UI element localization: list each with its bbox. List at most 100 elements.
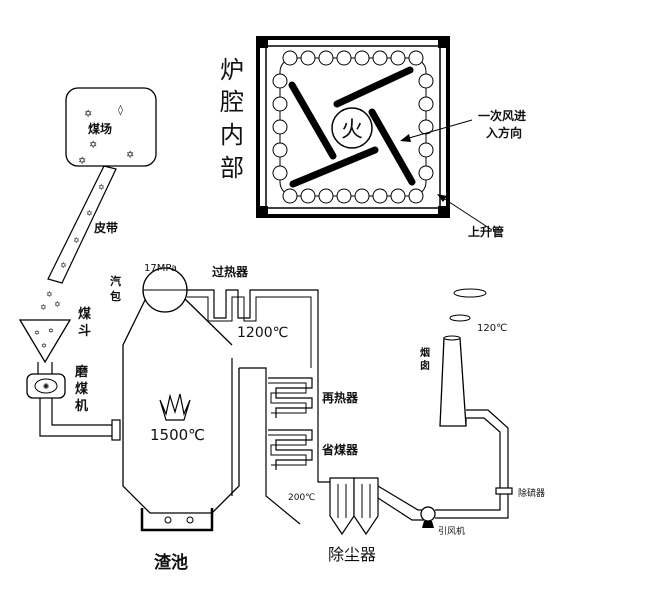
riser-tube <box>282 50 298 66</box>
slag-drop <box>164 516 172 524</box>
furnace-side-label-1: 炉 <box>220 56 244 84</box>
furnace-cross-section: 火 炉 腔 内 部 一次风进 入方向 上升管 <box>220 36 526 239</box>
riser-tube <box>372 50 388 66</box>
mill-label-1: 磨 <box>75 364 88 380</box>
primary-air-label-2: 入方向 <box>486 125 522 140</box>
flue-passage-right <box>317 368 330 483</box>
coal-particle: ✡ <box>48 327 54 335</box>
chimney-temp: 120℃ <box>477 323 507 334</box>
fire-label: 火 <box>341 118 363 143</box>
flame-icon <box>159 393 191 421</box>
coal-particle: ✡ <box>60 261 67 270</box>
coal-particle: ✡ <box>86 209 93 218</box>
riser-tube <box>272 165 288 181</box>
coal-yard-label: 煤场 <box>88 121 112 136</box>
riser-tube <box>318 188 334 204</box>
coal-particle: ✡ <box>34 329 40 337</box>
superheater-label: 过热器 <box>212 264 249 279</box>
coal-supply: 煤场 ✡ ◊ ✡ ✡ ✡ ✡ ✡ ✡ ✡ 皮带 ✡ ✡ ✡ ✡ ✡ ✡ 煤 斗 … <box>18 87 157 441</box>
superheater-temp: 1200℃ <box>237 325 288 341</box>
hopper-label-2: 斗 <box>78 324 91 339</box>
burner-jet <box>288 81 337 160</box>
riser-tube <box>300 50 316 66</box>
riser-tube <box>408 188 424 204</box>
conveyor-belt <box>47 165 117 284</box>
superheater-coil-inner <box>187 296 312 368</box>
furnace-side-label-4: 部 <box>220 154 244 182</box>
riser-tube <box>272 73 288 89</box>
coal-hopper <box>18 319 72 364</box>
riser-tube <box>390 50 406 66</box>
riser-tube <box>318 50 334 66</box>
slag-pool-label: 渣池 <box>154 552 188 573</box>
coal-yard-box <box>65 87 157 167</box>
riser-tube <box>300 188 316 204</box>
chimney <box>439 337 467 427</box>
economizer-coil <box>268 429 313 470</box>
dust-collector-unit <box>353 477 379 536</box>
corner-block <box>258 38 268 48</box>
furnace-side-label-3: 内 <box>220 121 244 149</box>
riser-tube <box>390 188 406 204</box>
furnace-inner-wall <box>265 45 441 209</box>
riser-tube <box>354 50 370 66</box>
riser-tube <box>408 50 424 66</box>
coal-particle: ✡ <box>73 236 80 245</box>
coal-particle: ✡ <box>54 300 61 309</box>
burner-jet <box>289 146 379 188</box>
riser-arrow <box>439 195 493 231</box>
slag-drop <box>186 516 194 524</box>
economizer-label: 省煤器 <box>321 442 359 457</box>
burner-jet <box>333 66 414 108</box>
riser-tube <box>336 188 352 204</box>
furnace-temp: 1500℃ <box>150 426 205 444</box>
hopper-label-1: 煤 <box>78 306 91 322</box>
corner-block <box>438 206 448 216</box>
fan-base <box>422 521 434 528</box>
flue-exit-temp: 200℃ <box>288 493 315 503</box>
corner-block <box>258 206 268 216</box>
dust-collector-unit <box>329 477 355 536</box>
mill-label-3: 机 <box>75 398 88 414</box>
riser-tube <box>418 142 434 158</box>
coal-particle: ✡ <box>46 290 53 299</box>
corner-block <box>438 38 448 48</box>
coal-particle: ✡ <box>89 140 97 151</box>
mill-rotor-icon: ✺ <box>43 382 50 391</box>
arrowhead <box>437 194 447 202</box>
reheater-coil <box>268 377 313 418</box>
drum-pressure: 17MPa <box>144 263 177 274</box>
coal-particle: ✡ <box>40 303 47 312</box>
flue-passage-left <box>239 367 301 525</box>
smoke-puff <box>453 288 487 298</box>
riser-tubes <box>272 50 434 204</box>
chimney-label-2: 囱 <box>420 359 430 372</box>
induced-fan <box>420 506 436 522</box>
desulfurizer-unit <box>495 487 513 495</box>
mill-rotor <box>34 378 58 394</box>
reheater-label: 再热器 <box>322 390 359 405</box>
primary-air-label-1: 一次风进 <box>478 108 526 123</box>
furnace-side-label-2: 腔 <box>220 88 244 116</box>
smoke-puff <box>449 314 471 322</box>
drum-label-1: 汽 <box>110 274 121 288</box>
coal-pipe-outer <box>39 398 114 437</box>
riser-label: 上升管 <box>468 224 504 239</box>
riser-tube <box>282 188 298 204</box>
flue-treatment: 除尘器 引风机 除硫器 烟 囱 120℃ <box>328 288 545 564</box>
desulfurizer-label: 除硫器 <box>518 487 545 499</box>
riser-tube <box>418 96 434 112</box>
duct-to-chimney-inner <box>435 409 509 519</box>
duct-to-fan-lower <box>377 497 424 521</box>
furnace-body-outer <box>122 297 240 514</box>
coal-particle: ◊ <box>118 104 123 116</box>
coal-particle: ✡ <box>78 156 86 167</box>
coal-pipe-inner <box>51 398 114 426</box>
economizer-coil-inner <box>268 434 307 466</box>
mill-label-2: 煤 <box>75 381 88 397</box>
riser-tube <box>418 73 434 89</box>
chimney-label-1: 烟 <box>420 346 430 359</box>
riser-tube <box>418 165 434 181</box>
dust-collector-label: 除尘器 <box>328 545 376 564</box>
